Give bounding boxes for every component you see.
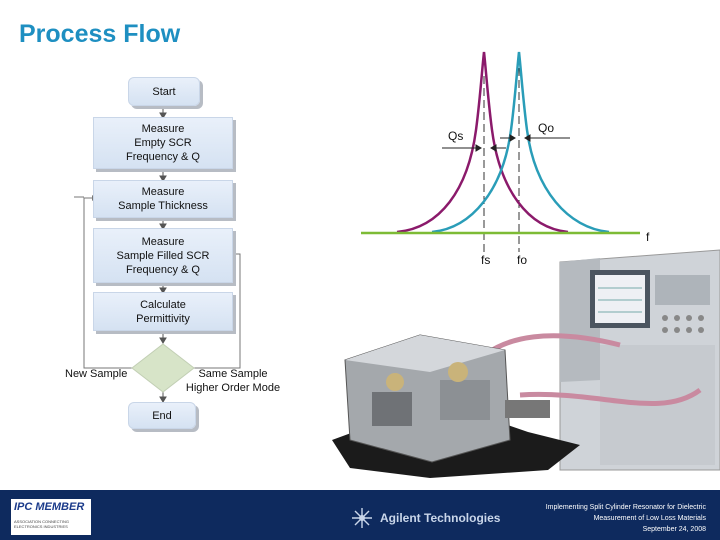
same-sample-label: Same Sample Higher Order Mode: [185, 368, 281, 394]
qs-curve: [396, 51, 569, 234]
step1-line2: Empty SCR: [134, 137, 192, 149]
qs-label: Qs: [448, 129, 464, 143]
fs-label: fs: [481, 253, 491, 267]
calculate-box: Calculate Permittivity: [93, 292, 233, 331]
step3-line1: Measure: [141, 235, 185, 248]
qo-curve: [431, 51, 610, 234]
measure-thickness-box: Measure Sample Thickness: [93, 180, 233, 218]
ipc-member-logo: IPC MEMBER ASSOCIATION CONNECTING ELECTR…: [11, 499, 91, 535]
step2-line2: Sample Thickness: [118, 200, 208, 212]
footer-bar: [0, 490, 720, 540]
step3-line3: Frequency & Q: [126, 263, 200, 276]
step4-line1: Calculate: [140, 298, 186, 311]
measure-filled-box: Measure Sample Filled SCR Frequency & Q: [93, 228, 233, 283]
agilent-spark-icon: [352, 508, 372, 528]
measure-empty-box: Measure Empty SCR Frequency & Q: [93, 117, 233, 169]
step3-line2: Sample Filled SCR: [116, 249, 210, 262]
new-sample-label: New Sample: [65, 368, 128, 380]
qo-label: Qo: [538, 121, 555, 135]
step2-line1: Measure: [141, 186, 185, 198]
test-cable-2: [519, 387, 702, 407]
step1-line1: Measure: [141, 123, 185, 135]
step4-line2: Permittivity: [136, 312, 190, 325]
page-title: Process Flow: [19, 20, 181, 48]
agilent-wordmark: Agilent Technologies: [380, 511, 501, 525]
presentation-citation: Implementing Split Cylinder Resonator fo…: [545, 504, 706, 533]
step1-line3: Frequency & Q: [126, 151, 200, 163]
end-box: End: [128, 402, 196, 429]
network-analyzer: [559, 249, 720, 471]
decision-diamond: [131, 343, 195, 393]
start-box: Start: [128, 77, 200, 106]
f-axis-label: f: [646, 230, 650, 244]
fo-label: fo: [517, 253, 528, 267]
